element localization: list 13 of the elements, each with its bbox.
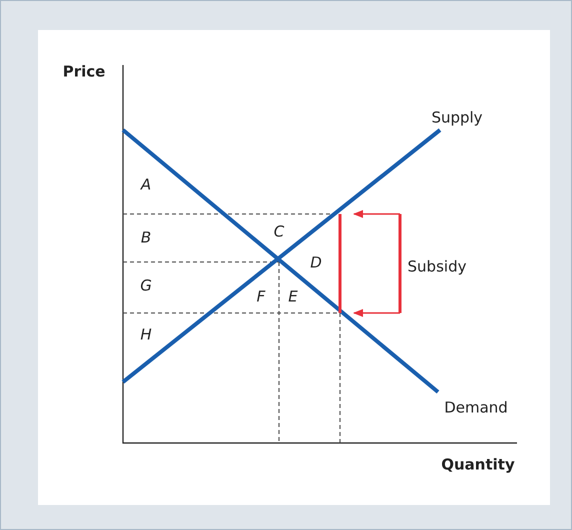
curve-label: Supply: [431, 110, 483, 126]
axis-label: Quantity: [441, 458, 515, 472]
area-label: B: [140, 230, 152, 246]
area-label: C: [274, 224, 284, 240]
curve-label: Demand: [444, 400, 508, 416]
area-label: D: [310, 256, 322, 270]
subsidy-label: Subsidy: [408, 260, 466, 274]
area-label: A: [140, 178, 152, 192]
area-label: E: [288, 290, 298, 304]
area-label: G: [140, 278, 152, 294]
area-label: F: [256, 290, 266, 304]
axis-label: Price: [62, 64, 106, 80]
area-label: H: [140, 328, 152, 342]
